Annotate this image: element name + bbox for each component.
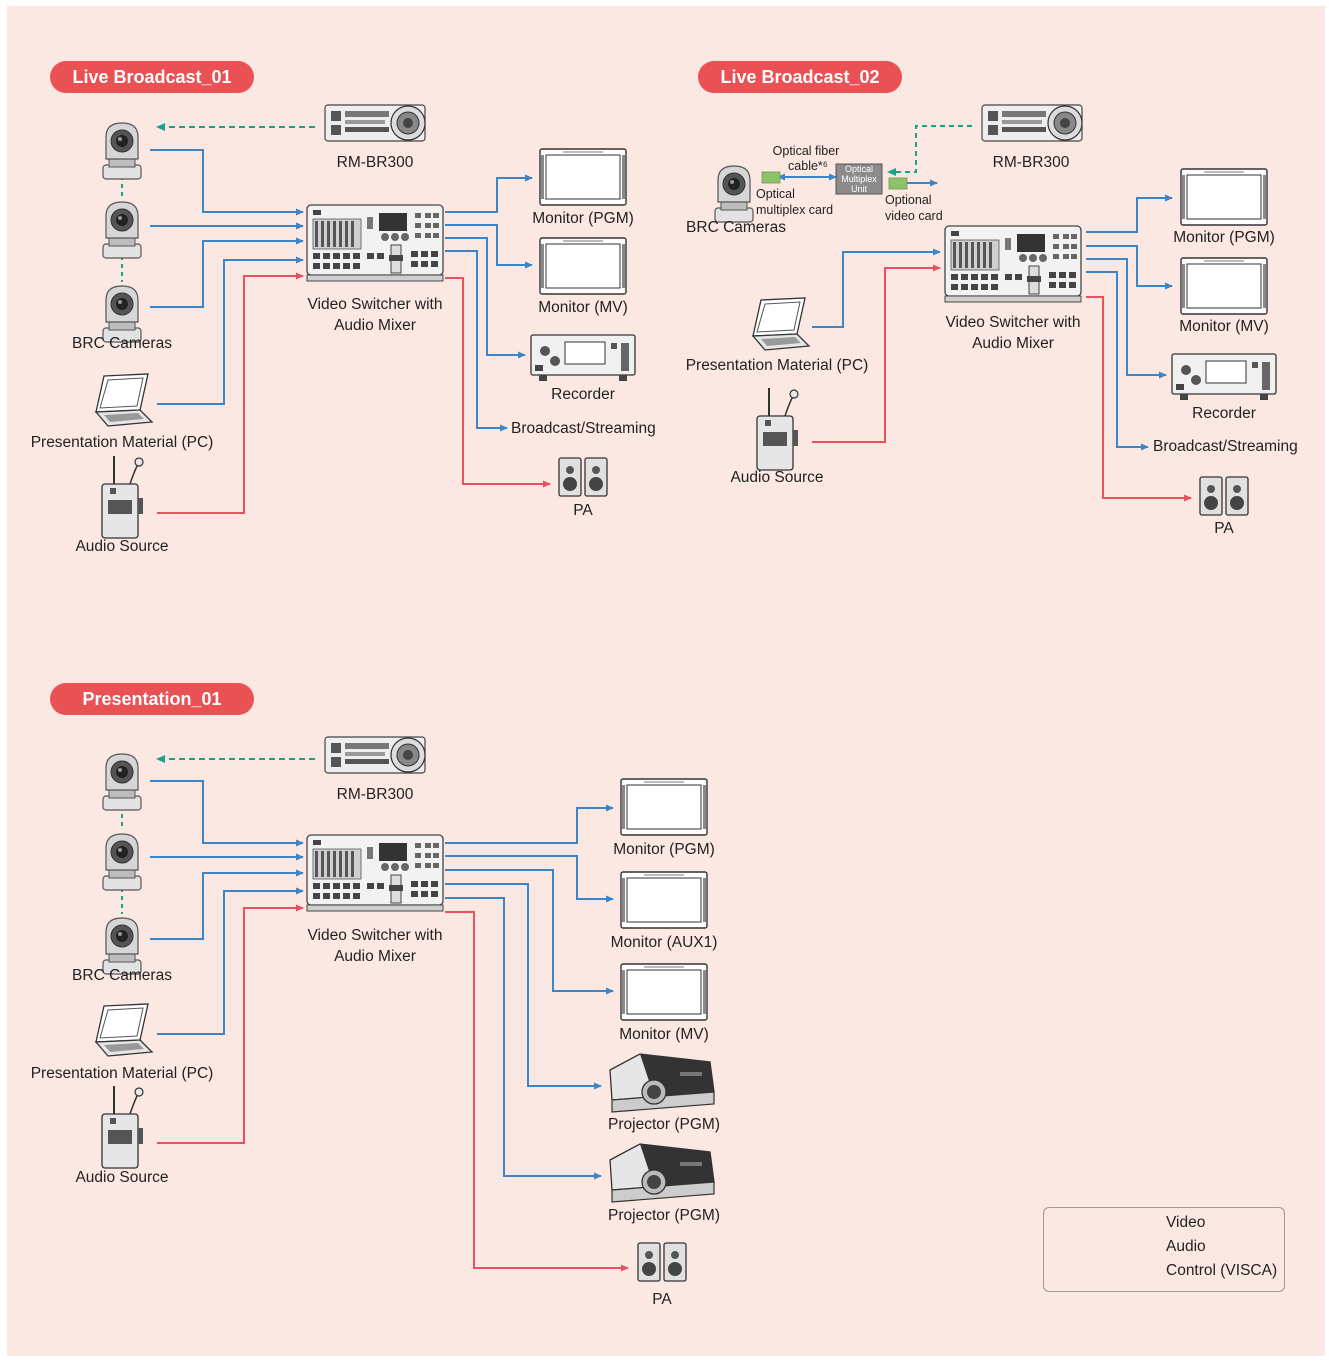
- mux-unit-label-line1: Optical: [844, 164, 873, 174]
- video-card-label-line2: video card: [885, 209, 943, 223]
- projector-icon: [609, 1143, 715, 1203]
- section-title-live-broadcast-02: Live Broadcast_02: [698, 61, 902, 93]
- monitor-pgm-label: Monitor (PGM): [532, 210, 634, 227]
- controller-label: RM-BR300: [992, 154, 1070, 171]
- lb02-wires: [777, 125, 1192, 502]
- switcher-label-line1: Video Switcher with: [307, 927, 443, 944]
- cameras-label: BRC Cameras: [686, 219, 786, 236]
- camera-icon: [102, 201, 142, 259]
- cameras-label: BRC Cameras: [72, 967, 172, 984]
- pa-label: PA: [1214, 520, 1234, 537]
- mux-card-label-line1: Optical: [756, 187, 795, 201]
- laptop-icon: [95, 1003, 153, 1057]
- recorder-label: Recorder: [551, 386, 615, 403]
- switcher-label-line2: Audio Mixer: [334, 948, 416, 965]
- section-title-live-broadcast-01: Live Broadcast_01: [50, 61, 254, 93]
- camera-icon: [714, 165, 754, 223]
- switcher-label-line2: Audio Mixer: [334, 317, 416, 334]
- laptop-icon: [95, 373, 153, 427]
- legend-label: Control (VISCA): [1166, 1262, 1278, 1279]
- section-title-presentation-01: Presentation_01: [50, 683, 254, 715]
- fiber-label-line2: cable*⁶: [788, 159, 828, 173]
- monitor-icon: [620, 778, 708, 836]
- camera-icon: [102, 753, 142, 811]
- pa-label: PA: [652, 1291, 672, 1308]
- switcher-label-line1: Video Switcher with: [307, 296, 443, 313]
- camera-icon: [102, 833, 142, 891]
- monitor-mv-label: Monitor (MV): [619, 1026, 709, 1043]
- audio-source-label: Audio Source: [730, 469, 824, 486]
- switcher-label-line2: Audio Mixer: [972, 335, 1054, 352]
- audio-transmitter-icon: [101, 1085, 144, 1169]
- monitor-pgm-label: Monitor (PGM): [613, 841, 715, 858]
- lb02-devices: [714, 104, 1277, 516]
- remote-controller-icon: [981, 104, 1083, 142]
- mux-card-label-line2: multiplex card: [756, 203, 834, 217]
- laptop-icon: [752, 297, 810, 351]
- monitor-icon: [539, 237, 627, 295]
- monitor-icon: [1180, 168, 1268, 226]
- audio-source-label: Audio Source: [75, 1169, 169, 1186]
- recorder-label: Recorder: [1192, 405, 1256, 422]
- projector-icon: [609, 1053, 715, 1113]
- recorder-icon: [530, 334, 636, 382]
- optional-video-card-icon: [888, 177, 908, 190]
- pa-speaker-icon: [637, 1242, 687, 1282]
- mux-unit-label-line3: Unit: [850, 184, 867, 194]
- monitor-icon: [1180, 257, 1268, 315]
- pc-label: Presentation Material (PC): [685, 357, 869, 374]
- controller-label: RM-BR300: [336, 786, 414, 803]
- monitor-aux-label: Monitor (AUX1): [610, 934, 718, 951]
- remote-controller-icon: [324, 104, 426, 142]
- pc-label: Presentation Material (PC): [30, 1065, 214, 1082]
- fiber-label-line1: Optical fiber: [772, 144, 840, 158]
- optical-multiplex-card-icon: [761, 171, 781, 184]
- monitor-mv-label: Monitor (MV): [1179, 318, 1269, 335]
- pc-label: Presentation Material (PC): [30, 434, 214, 451]
- audio-transmitter-icon: [756, 387, 799, 471]
- mux-unit-label-line2: Multiplex: [841, 174, 877, 184]
- legend-label: Audio: [1166, 1238, 1206, 1255]
- video-card-label-line1: Optional: [885, 193, 932, 207]
- pres01-wires: [121, 755, 629, 1272]
- camera-icon: [102, 122, 142, 180]
- legend-label: Video: [1166, 1214, 1206, 1231]
- video-switcher-icon: [306, 834, 444, 912]
- projector-label: Projector (PGM): [608, 1116, 720, 1133]
- cameras-label: BRC Cameras: [72, 335, 172, 352]
- remote-controller-icon: [324, 736, 426, 774]
- controller-label: RM-BR300: [336, 154, 414, 171]
- lb01-wires: [121, 123, 551, 514]
- pa-label: PA: [573, 502, 593, 519]
- pa-speaker-icon: [558, 457, 608, 497]
- monitor-mv-label: Monitor (MV): [538, 299, 628, 316]
- legend: Video Audio Control (VISCA): [1043, 1207, 1285, 1292]
- video-switcher-icon: [306, 204, 444, 282]
- projector-label: Projector (PGM): [608, 1207, 720, 1224]
- video-switcher-icon: [944, 225, 1082, 303]
- monitor-icon: [620, 963, 708, 1021]
- streaming-label: Broadcast/Streaming: [511, 420, 656, 437]
- recorder-icon: [1171, 353, 1277, 401]
- streaming-label: Broadcast/Streaming: [1153, 438, 1298, 455]
- switcher-label-line1: Video Switcher with: [945, 314, 1081, 331]
- pres01-devices: [95, 736, 715, 1282]
- audio-transmitter-icon: [101, 455, 144, 539]
- monitor-icon: [620, 871, 708, 929]
- monitor-icon: [539, 148, 627, 206]
- pa-speaker-icon: [1199, 476, 1249, 516]
- monitor-pgm-label: Monitor (PGM): [1173, 229, 1275, 246]
- audio-source-label: Audio Source: [75, 538, 169, 555]
- optical-multiplex-unit-icon: [835, 163, 883, 195]
